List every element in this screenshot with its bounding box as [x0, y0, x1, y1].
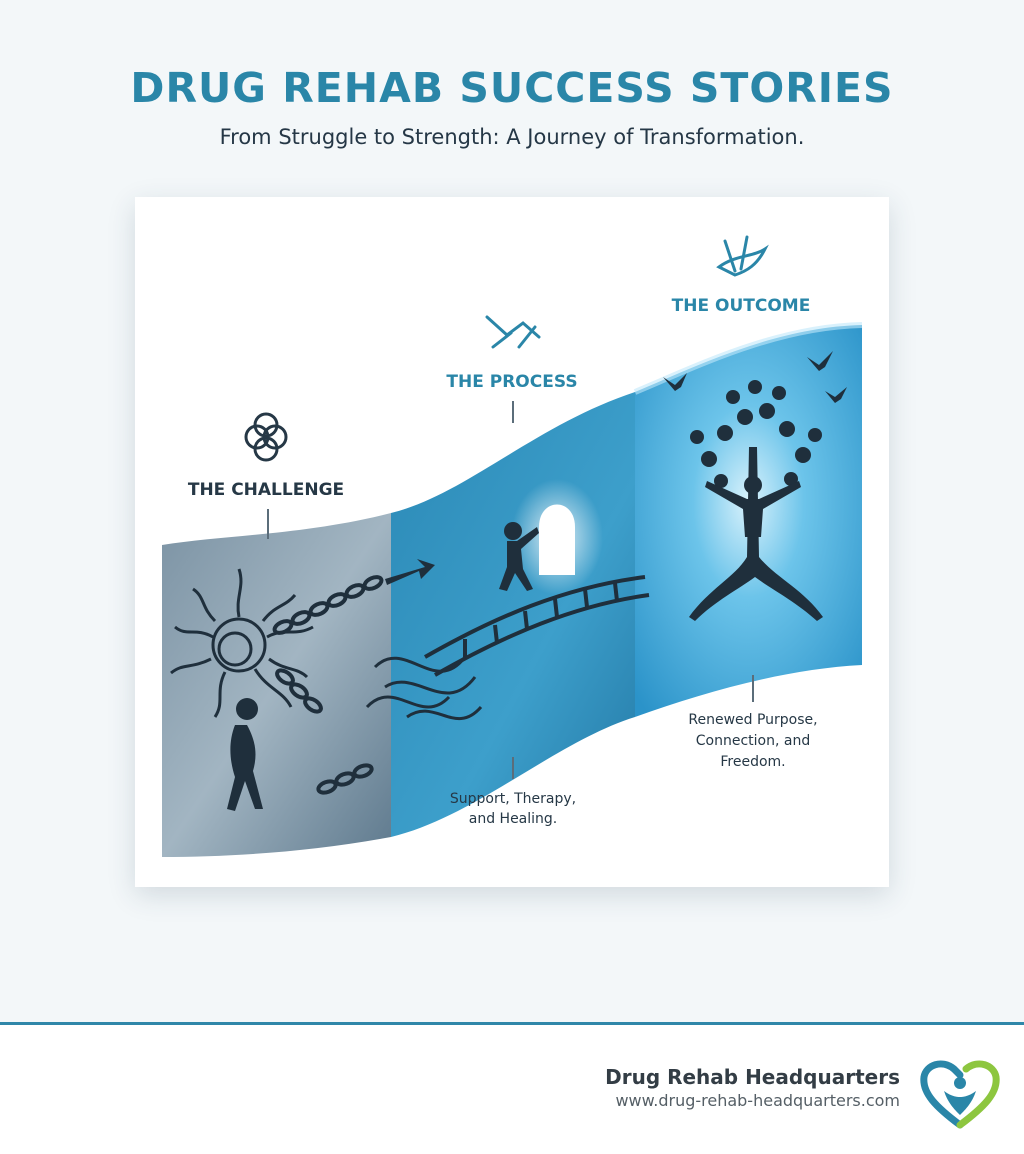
- struggling-figure: [227, 698, 263, 811]
- chain-illustration: [272, 575, 384, 795]
- challenge-panel: [162, 513, 391, 857]
- door-illustration: [511, 479, 603, 595]
- handshake-icon: [485, 315, 541, 349]
- celebrating-figure: [705, 476, 801, 537]
- page-subtitle: From Struggle to Strength: A Journey of …: [219, 125, 805, 149]
- bird-icon: [663, 351, 847, 403]
- arrow-icon: [385, 559, 435, 585]
- outcome-caption-line-2: Connection, and: [696, 733, 810, 749]
- stage-label-challenge: THE CHALLENGE: [188, 480, 344, 500]
- dove-icon: [716, 235, 769, 277]
- process-caption-line-2: and Healing.: [469, 811, 558, 827]
- tangle-roots-illustration: [365, 656, 483, 721]
- footer-divider: [0, 1022, 1024, 1025]
- heart-logo-icon: [920, 1060, 1000, 1129]
- footer: Drug Rehab Headquarters www.drug-rehab-h…: [0, 1025, 1024, 1154]
- stage-label-process: THE PROCESS: [446, 372, 577, 392]
- brand-name: Drug Rehab Headquarters: [605, 1065, 900, 1089]
- knot-icon: [244, 412, 288, 462]
- outcome-caption-line-3: Freedom.: [720, 754, 785, 770]
- tangle-illustration: [170, 568, 314, 718]
- climbing-figure: [499, 522, 539, 591]
- stage-label-outcome: THE OUTCOME: [672, 296, 811, 316]
- process-caption-line-1: Support, Therapy,: [450, 791, 576, 807]
- page-title: DRUG REHAB SUCCESS STORIES: [130, 64, 894, 112]
- journey-infographic: THE CHALLENGE THE PROCESS THE OUTCOME Su…: [135, 197, 889, 887]
- outcome-caption-line-1: Renewed Purpose,: [688, 712, 817, 728]
- journey-illustration: THE CHALLENGE THE PROCESS THE OUTCOME Su…: [162, 235, 863, 857]
- brand-url[interactable]: www.drug-rehab-headquarters.com: [615, 1091, 900, 1110]
